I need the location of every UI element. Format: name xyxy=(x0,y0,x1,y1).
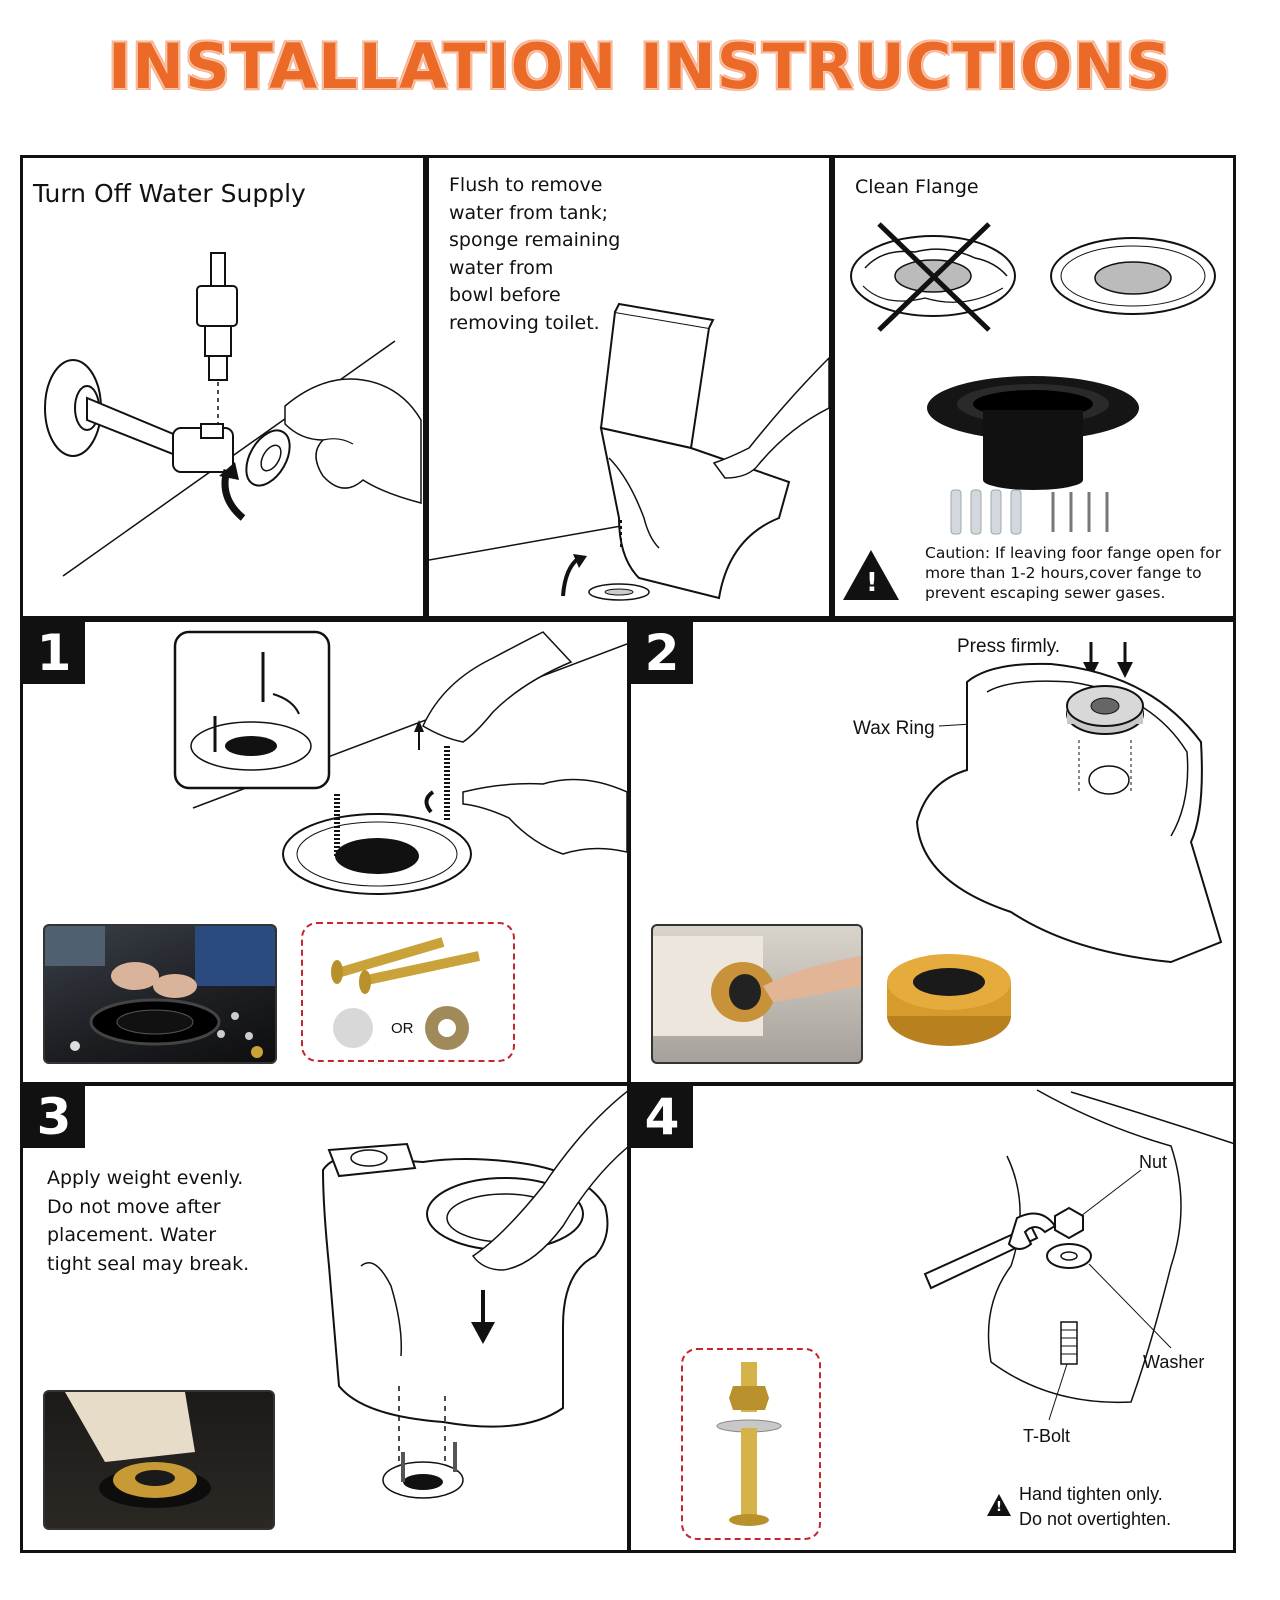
washer-label: Washer xyxy=(1143,1352,1205,1372)
flange-illustration xyxy=(850,222,1216,535)
panel-flush: Flush to remove water from tank; sponge … xyxy=(426,155,832,619)
tighten-nut-illustration xyxy=(923,1089,1233,1421)
flange-photo xyxy=(43,924,277,1064)
wax-ring-label: Wax Ring xyxy=(853,718,935,739)
panel-title: Clean Flange xyxy=(855,176,979,198)
caution-text: Caution: If leaving foor fange open for … xyxy=(925,544,1222,602)
panel-clean-flange: Clean Flange ! Caution: xyxy=(832,155,1236,619)
tbolt-label: T-Bolt xyxy=(1023,1426,1071,1446)
parts-box: OR xyxy=(301,922,515,1062)
panel-step-4: 4 Nut Washer T-Bolt ! Hand tighten onl xyxy=(628,1083,1236,1553)
warning-triangle-icon: ! xyxy=(843,550,899,600)
step-number: 3 xyxy=(23,1086,85,1148)
panel-step-2: 2 Press firmly. Wax Ring xyxy=(628,619,1236,1085)
step-number: 2 xyxy=(631,622,693,684)
panel-step-1: 1 xyxy=(20,619,630,1085)
tighten-note: Hand tighten only. Do not overtighten. xyxy=(1019,1484,1172,1529)
nut-label: Nut xyxy=(1139,1152,1168,1172)
panel-step-3: 3 Apply weight evenly. Do not move after… xyxy=(20,1083,630,1553)
press-firmly-label: Press firmly. xyxy=(957,636,1061,657)
wax-ring-product xyxy=(887,954,1011,1046)
tbolt-install-illustration xyxy=(173,630,627,895)
shutoff-valve-illustration xyxy=(44,252,422,577)
wax-ring-on-flange-photo xyxy=(43,1390,275,1530)
bolt-product-box xyxy=(681,1348,821,1540)
panel-turn-off-water: Turn Off Water Supply xyxy=(20,155,426,619)
set-toilet-illustration xyxy=(321,1090,627,1499)
step-3-instructions: Apply weight evenly. Do not move after p… xyxy=(47,1167,250,1275)
wax-ring-photo xyxy=(651,924,863,1064)
warning-triangle-icon: ! xyxy=(987,1494,1011,1516)
page-title: INSTALLATION INSTRUCTIONS xyxy=(108,30,1172,103)
flush-instructions: Flush to remove water from tank; sponge … xyxy=(449,174,621,334)
toilet-removal-illustration xyxy=(429,302,829,601)
or-label: OR xyxy=(391,1020,414,1037)
step-number: 4 xyxy=(631,1086,693,1148)
wax-ring-illustration xyxy=(915,642,1223,964)
panel-title: Turn Off Water Supply xyxy=(33,179,306,208)
step-number: 1 xyxy=(23,622,85,684)
